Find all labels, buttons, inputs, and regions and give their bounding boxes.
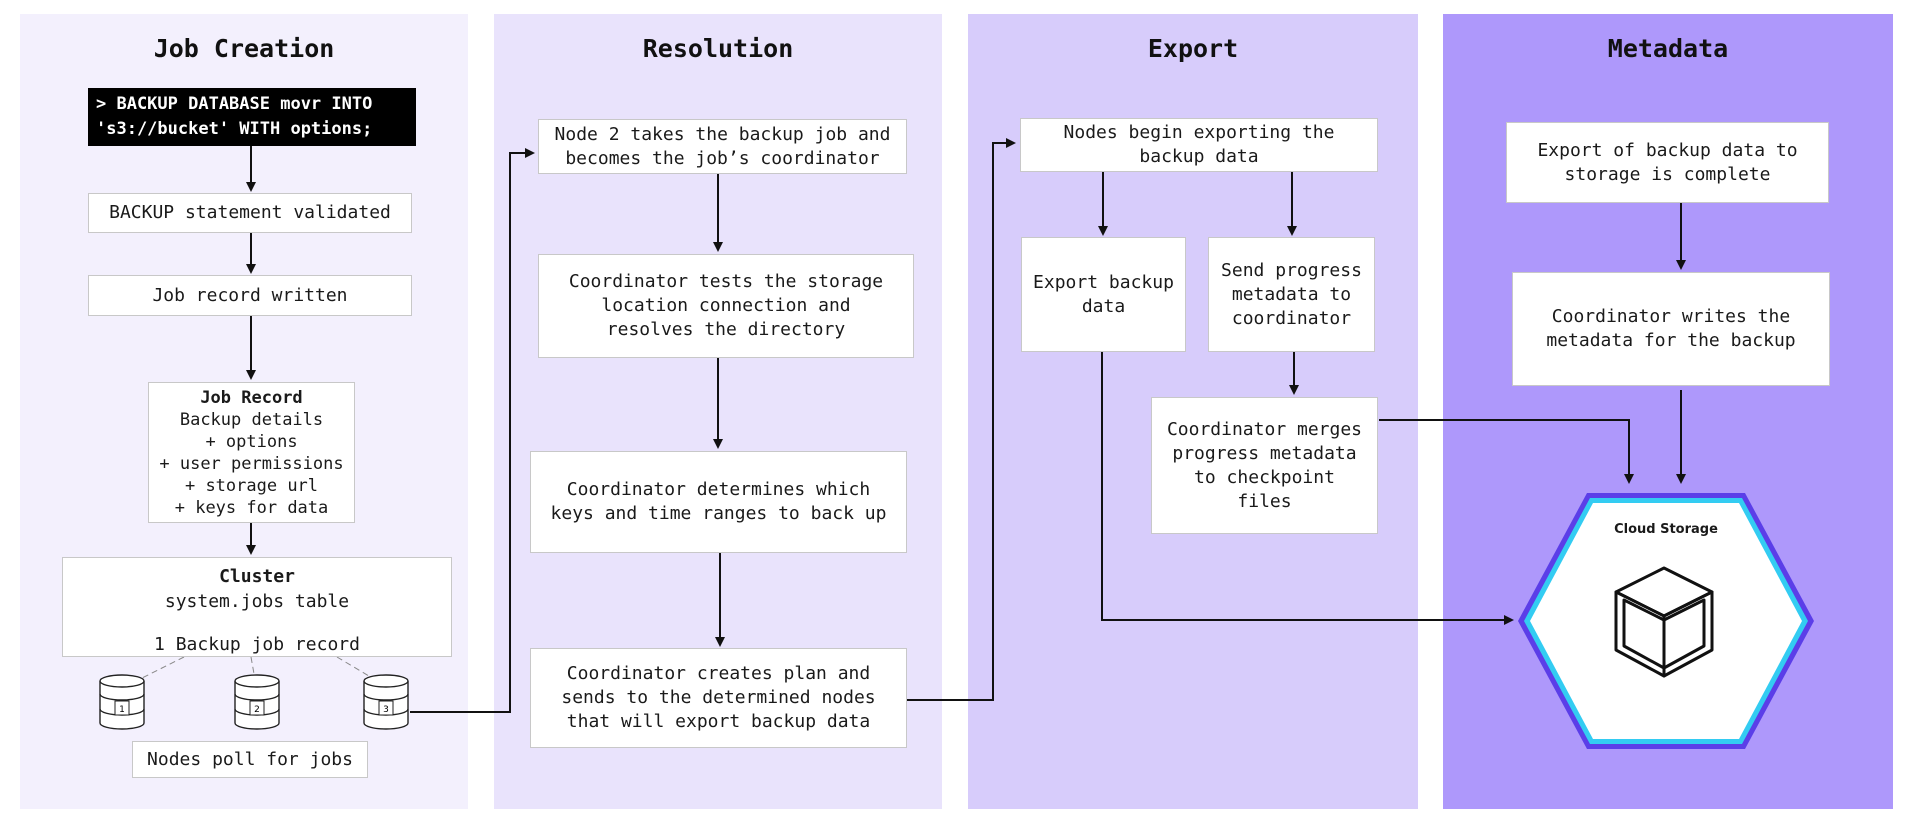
- resolution-step-test-storage: Coordinator tests the storage location c…: [538, 254, 914, 358]
- metadata-step-writes: Coordinator writes the metadata for the …: [1512, 272, 1830, 386]
- job-record-line: + options: [205, 431, 298, 452]
- cluster-title: Cluster: [219, 566, 295, 587]
- lane-title-resolution: Resolution: [642, 34, 794, 63]
- backup-command: > BACKUP DATABASE movr INTO 's3://bucket…: [88, 88, 416, 146]
- node-number: 3: [383, 705, 389, 715]
- job-record-written-step: Job record written: [88, 275, 412, 316]
- node-number: 2: [254, 705, 260, 715]
- job-record-line: Backup details: [179, 409, 324, 430]
- statement-validated-step: BACKUP statement validated: [88, 193, 412, 233]
- resolution-step-coordinator: Node 2 takes the backup job and becomes …: [538, 119, 907, 174]
- export-step-send-progress: Send progress metadata to coordinator: [1208, 237, 1375, 352]
- job-record-line: + keys for data: [174, 497, 329, 518]
- export-step-merge: Coordinator merges progress metadata to …: [1151, 397, 1378, 534]
- database-icon-node-3: 3: [363, 674, 409, 730]
- cluster-box: Cluster system.jobs table 1 Backup job r…: [62, 557, 452, 657]
- node-number: 1: [119, 705, 125, 715]
- job-record-box: Job Record Backup details + options + us…: [148, 382, 355, 523]
- job-record-line: + storage url: [184, 475, 319, 496]
- lane-title-metadata: Metadata: [1607, 34, 1729, 63]
- cloud-storage: Cloud Storage: [1516, 490, 1816, 752]
- job-record-title: Job Record: [200, 387, 303, 408]
- nodes-poll-label: Nodes poll for jobs: [132, 741, 368, 778]
- export-step-begin: Nodes begin exporting the backup data: [1020, 118, 1378, 172]
- export-step-export-data: Export backup data: [1021, 237, 1186, 352]
- resolution-step-determine-keys: Coordinator determines which keys and ti…: [530, 451, 907, 553]
- cloud-storage-label: Cloud Storage: [1614, 522, 1718, 537]
- resolution-step-create-plan: Coordinator creates plan and sends to th…: [530, 648, 907, 748]
- cloud-storage-hexagon-icon: [1518, 493, 1814, 749]
- database-icon-node-2: 2: [234, 674, 280, 730]
- lane-title-export: Export: [1147, 34, 1239, 63]
- cluster-record: 1 Backup job record: [154, 634, 360, 655]
- metadata-step-complete: Export of backup data to storage is comp…: [1506, 122, 1829, 203]
- job-record-line: + user permissions: [159, 453, 344, 474]
- cluster-table: system.jobs table: [164, 591, 350, 612]
- database-icon-node-1: 1: [99, 674, 145, 730]
- lane-title-job-creation: Job Creation: [153, 34, 335, 63]
